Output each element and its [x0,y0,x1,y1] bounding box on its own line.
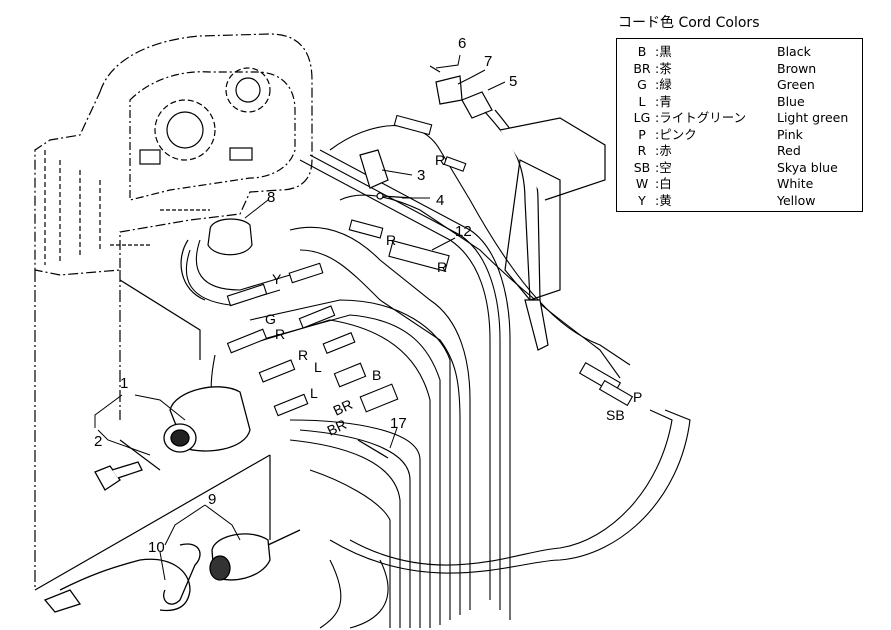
connector-r-right [443,156,467,172]
wire-label-g: G [265,311,276,327]
legend-english: Blue [777,93,805,109]
callout-4: 4 [436,192,444,209]
legend-code: Y [638,192,646,208]
callout-5: 5 [509,73,517,90]
hardware-parts [180,65,606,351]
connector-r-lower [258,359,296,383]
relay-12 [388,240,450,272]
legend-japanese: :黄 [655,192,672,208]
connector-br [359,383,399,413]
wire-harness [185,125,691,629]
legend-english: Black [777,44,811,59]
callout-9: 9 [208,491,216,508]
connector-r-mid [348,219,384,239]
legend-japanese: :赤 [655,143,672,158]
connector-b [333,362,367,388]
legend-japanese: :青 [655,93,672,109]
legend-row: Y :黄 Yellow [617,193,862,209]
legend-japanese: :緑 [655,77,672,92]
part-8-buzzer [207,218,253,256]
callout-17: 17 [390,415,407,432]
callout-3: 3 [417,167,425,184]
wire-label-l-lower: L [310,385,318,401]
legend-row: SB :空 Skya blue [617,160,862,176]
connector-l-lower [273,393,309,417]
wire-label-b: B [372,367,381,383]
legend-english: Brown [777,60,817,76]
callout-7: 7 [484,53,492,70]
connector-sb [598,379,634,407]
legend-english: Pink [777,126,803,142]
legend-english: White [777,176,814,191]
connector-r-left [226,328,268,354]
wire-label-r-right: R [437,259,447,275]
wire-label-r-mid: R [386,232,396,248]
part-3-switch [359,149,389,189]
legend-english: Yellow [777,192,816,208]
legend-code: L [638,93,646,109]
cord-colors-legend: B :黒 Black BR :茶 Brown G :緑 Green L :青 B… [616,38,863,212]
connector-l-upper [322,332,356,354]
wire-label-r-top: R [435,152,445,168]
wire-label-sb: SB [606,407,625,423]
wire-label-r-left: R [275,326,285,342]
wire-connectors [226,114,634,417]
connector-r-top [393,114,433,136]
legend-japanese: :空 [655,159,672,175]
legend-row: W :白 White [617,176,862,192]
wire-color-labels: R R R Y G R R L B L BR BR P SB [265,152,642,439]
legend-title: コード色 Cord Colors [618,15,760,31]
wire-label-br-upper: BR [331,396,355,419]
legend-code: W [635,176,649,191]
callout-1: 1 [120,375,128,392]
legend-code: R [637,143,647,158]
legend-row: L :青 Blue [617,94,862,110]
callout-10: 10 [148,539,165,556]
legend-japanese: :黒 [655,44,672,59]
legend-code: G [637,77,647,92]
legend-english: Red [777,143,801,158]
legend-row: B :黒 Black [617,44,862,60]
legend-japanese: :ライトグリーン [655,110,747,125]
part-5-bracket [461,91,493,119]
legend-code: SB [633,159,651,175]
callout-12: 12 [455,223,472,240]
legend-japanese: :白 [655,176,672,191]
connector-r-left-mate [298,305,336,329]
legend-english: Green [777,77,815,92]
part-6-screw [429,65,441,73]
part-17-clamp [357,439,389,459]
connector-y [288,262,324,284]
lanyard-cord [59,558,191,612]
leader-lines [94,54,506,581]
callout-numbers: 1 2 3 4 5 6 7 8 9 10 12 17 [94,35,517,556]
legend-row: P :ピンク Pink [617,127,862,143]
legend-english: Light green [777,110,849,125]
legend-japanese: :茶 [655,60,672,76]
wire-label-r-lower: R [298,347,308,363]
callout-6: 6 [458,35,466,52]
engine-housing [34,33,313,591]
legend-english: Skya blue [777,159,838,175]
wire-label-br-lower: BR [325,416,349,439]
legend-code: BR [633,60,651,76]
legend-code: LG [633,110,651,125]
switch-assembly [43,386,389,613]
callout-2: 2 [94,433,102,450]
wire-label-p: P [633,389,642,405]
part-7-plate [435,75,463,105]
legend-row: R :赤 Red [617,143,862,159]
callout-8: 8 [267,189,275,206]
legend-code: B [637,44,647,59]
wire-label-l-upper: L [314,359,322,375]
legend-row: G :緑 Green [617,77,862,93]
legend-row: LG :ライトグリーン Light green [617,110,862,126]
legend-row: BR :茶 Brown [617,61,862,77]
connector-g [226,283,268,307]
wire-label-y: Y [272,271,282,287]
legend-japanese: :ピンク [655,126,697,142]
part-10-clip [163,543,201,605]
legend-code: P [638,126,646,142]
